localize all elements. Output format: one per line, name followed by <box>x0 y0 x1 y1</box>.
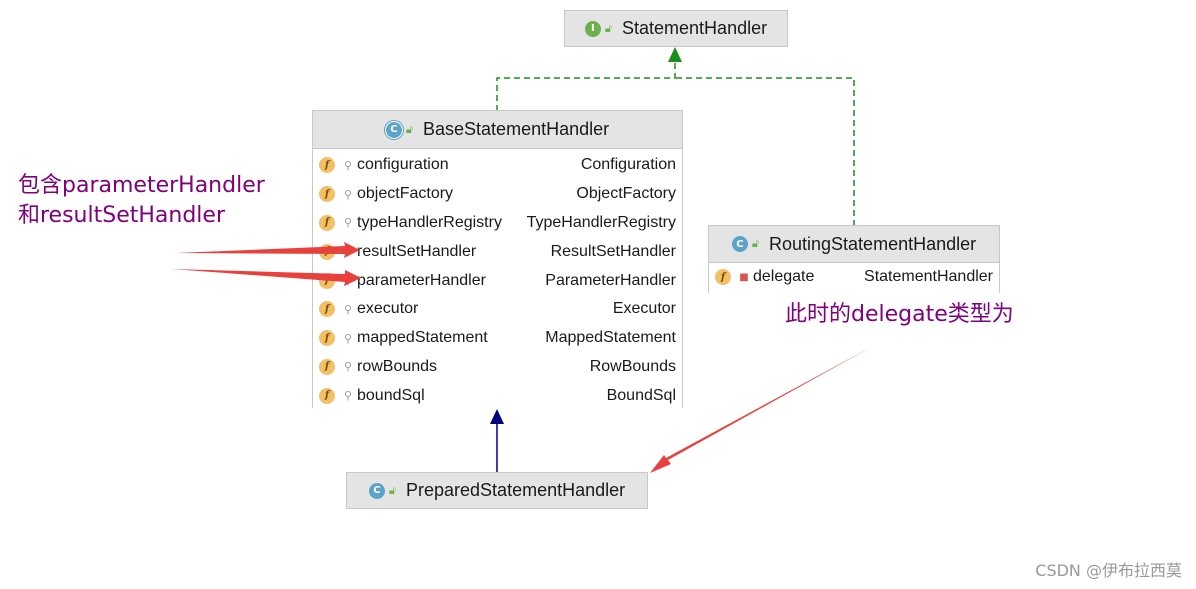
field-type: ResultSetHandler <box>550 242 676 260</box>
field-name: executor <box>357 300 419 318</box>
private-lock-icon: ■ <box>739 271 749 283</box>
key-icon: ⚲ <box>343 389 353 403</box>
routing-statement-handler-icons: C 🔓︎ <box>731 236 759 252</box>
field-type: MappedStatement <box>545 329 676 347</box>
field-name: mappedStatement <box>357 329 488 347</box>
field-icon: f <box>319 214 335 231</box>
field-type: TypeHandlerRegistry <box>526 213 676 231</box>
field-name: resultSetHandler <box>357 242 477 260</box>
public-lock-icon: 🔓︎ <box>405 122 414 136</box>
key-icon: ⚲ <box>343 302 353 316</box>
key-icon: ⚲ <box>343 158 353 172</box>
class-icon: C <box>368 482 385 499</box>
statement-handler-icons: I 🔓︎ <box>584 20 613 37</box>
field-row-row-bounds[interactable]: f ⚲ rowBounds RowBounds <box>313 353 682 382</box>
prepared-statement-handler-icons: C 🔓︎ <box>368 482 396 499</box>
base-statement-handler-fields: f ⚲ configuration Configuration f ⚲ obje… <box>313 149 682 410</box>
prepared-statement-handler-title: PreparedStatementHandler <box>406 480 626 500</box>
field-row-executor[interactable]: f ⚲ executor Executor <box>313 295 682 324</box>
statement-handler-title: StatementHandler <box>622 18 768 38</box>
key-icon: ⚲ <box>343 187 353 201</box>
field-name: rowBounds <box>357 357 438 375</box>
field-type: BoundSql <box>606 386 676 404</box>
field-icon: f <box>319 358 335 375</box>
field-name: typeHandlerRegistry <box>357 213 502 231</box>
field-type: Executor <box>612 300 676 318</box>
field-type: RowBounds <box>589 357 676 375</box>
inheritance-arrowhead <box>490 409 504 424</box>
key-icon: ⚲ <box>343 331 353 345</box>
prepared-statement-handler-box[interactable]: C 🔓︎ PreparedStatementHandler <box>346 472 648 509</box>
abstract-class-icon: C <box>385 121 402 138</box>
red-arrow-result-set-handler <box>176 242 360 258</box>
field-type: ParameterHandler <box>545 271 676 289</box>
field-name: configuration <box>357 156 449 174</box>
annotation-delegate-note: 此时的delegate类型为 <box>785 302 1014 327</box>
public-lock-icon: 🔓︎ <box>388 483 396 497</box>
field-icon: f <box>715 269 731 286</box>
field-icon: f <box>319 157 335 174</box>
red-arrow-delegate <box>650 346 873 473</box>
public-lock-icon: 🔓︎ <box>604 21 613 35</box>
field-row-object-factory[interactable]: f ⚲ objectFactory ObjectFactory <box>313 180 682 209</box>
routing-statement-handler-title: RoutingStatementHandler <box>769 233 977 254</box>
field-row-configuration[interactable]: f ⚲ configuration Configuration <box>313 151 682 180</box>
key-icon: ⚲ <box>343 360 353 374</box>
field-name: boundSql <box>357 386 425 404</box>
field-name: parameterHandler <box>357 271 486 289</box>
statement-handler-header: I 🔓︎ StatementHandler <box>565 11 787 46</box>
public-lock-icon: 🔓︎ <box>751 237 759 250</box>
field-row-type-handler-registry[interactable]: f ⚲ typeHandlerRegistry TypeHandlerRegis… <box>313 209 682 238</box>
routing-statement-handler-box[interactable]: C 🔓︎ RoutingStatementHandler f ■ delegat… <box>708 225 1000 293</box>
realization-line-base <box>496 62 676 111</box>
field-icon: f <box>319 301 335 318</box>
base-statement-handler-title: BaseStatementHandler <box>423 119 610 139</box>
class-icon: C <box>731 236 748 252</box>
base-statement-handler-icons: C 🔓︎ <box>385 121 414 138</box>
field-name: objectFactory <box>357 185 454 203</box>
key-icon: ⚲ <box>343 216 353 230</box>
field-icon: f <box>319 387 335 404</box>
field-row-mapped-statement[interactable]: f ⚲ mappedStatement MappedStatement <box>313 324 682 353</box>
interface-icon: I <box>584 20 601 37</box>
field-name: delegate <box>753 268 815 286</box>
statement-handler-box[interactable]: I 🔓︎ StatementHandler <box>564 10 788 47</box>
field-row-bound-sql[interactable]: f ⚲ boundSql BoundSql <box>313 381 682 410</box>
prepared-statement-handler-header: C 🔓︎ PreparedStatementHandler <box>347 473 647 508</box>
realization-arrowhead <box>668 47 682 62</box>
field-icon: f <box>319 330 335 347</box>
field-type: Configuration <box>580 156 676 174</box>
field-icon: f <box>319 186 335 203</box>
annotation-contains-line2: 和resultSetHandler <box>18 203 225 228</box>
annotation-contains-line1: 包含parameterHandler <box>18 173 265 198</box>
base-statement-handler-header: C 🔓︎ BaseStatementHandler <box>313 111 682 149</box>
routing-statement-handler-header: C 🔓︎ RoutingStatementHandler <box>709 226 999 263</box>
red-arrow-parameter-handler <box>172 269 361 286</box>
field-row-delegate[interactable]: f ■ delegate StatementHandler <box>709 263 999 292</box>
base-statement-handler-box[interactable]: C 🔓︎ BaseStatementHandler f ⚲ configurat… <box>312 110 683 408</box>
annotation-contains: 包含parameterHandler 和resultSetHandler <box>18 171 265 231</box>
field-type: ObjectFactory <box>576 185 676 203</box>
field-type: StatementHandler <box>864 268 993 286</box>
csdn-watermark: CSDN @伊布拉西莫 <box>1035 561 1182 580</box>
